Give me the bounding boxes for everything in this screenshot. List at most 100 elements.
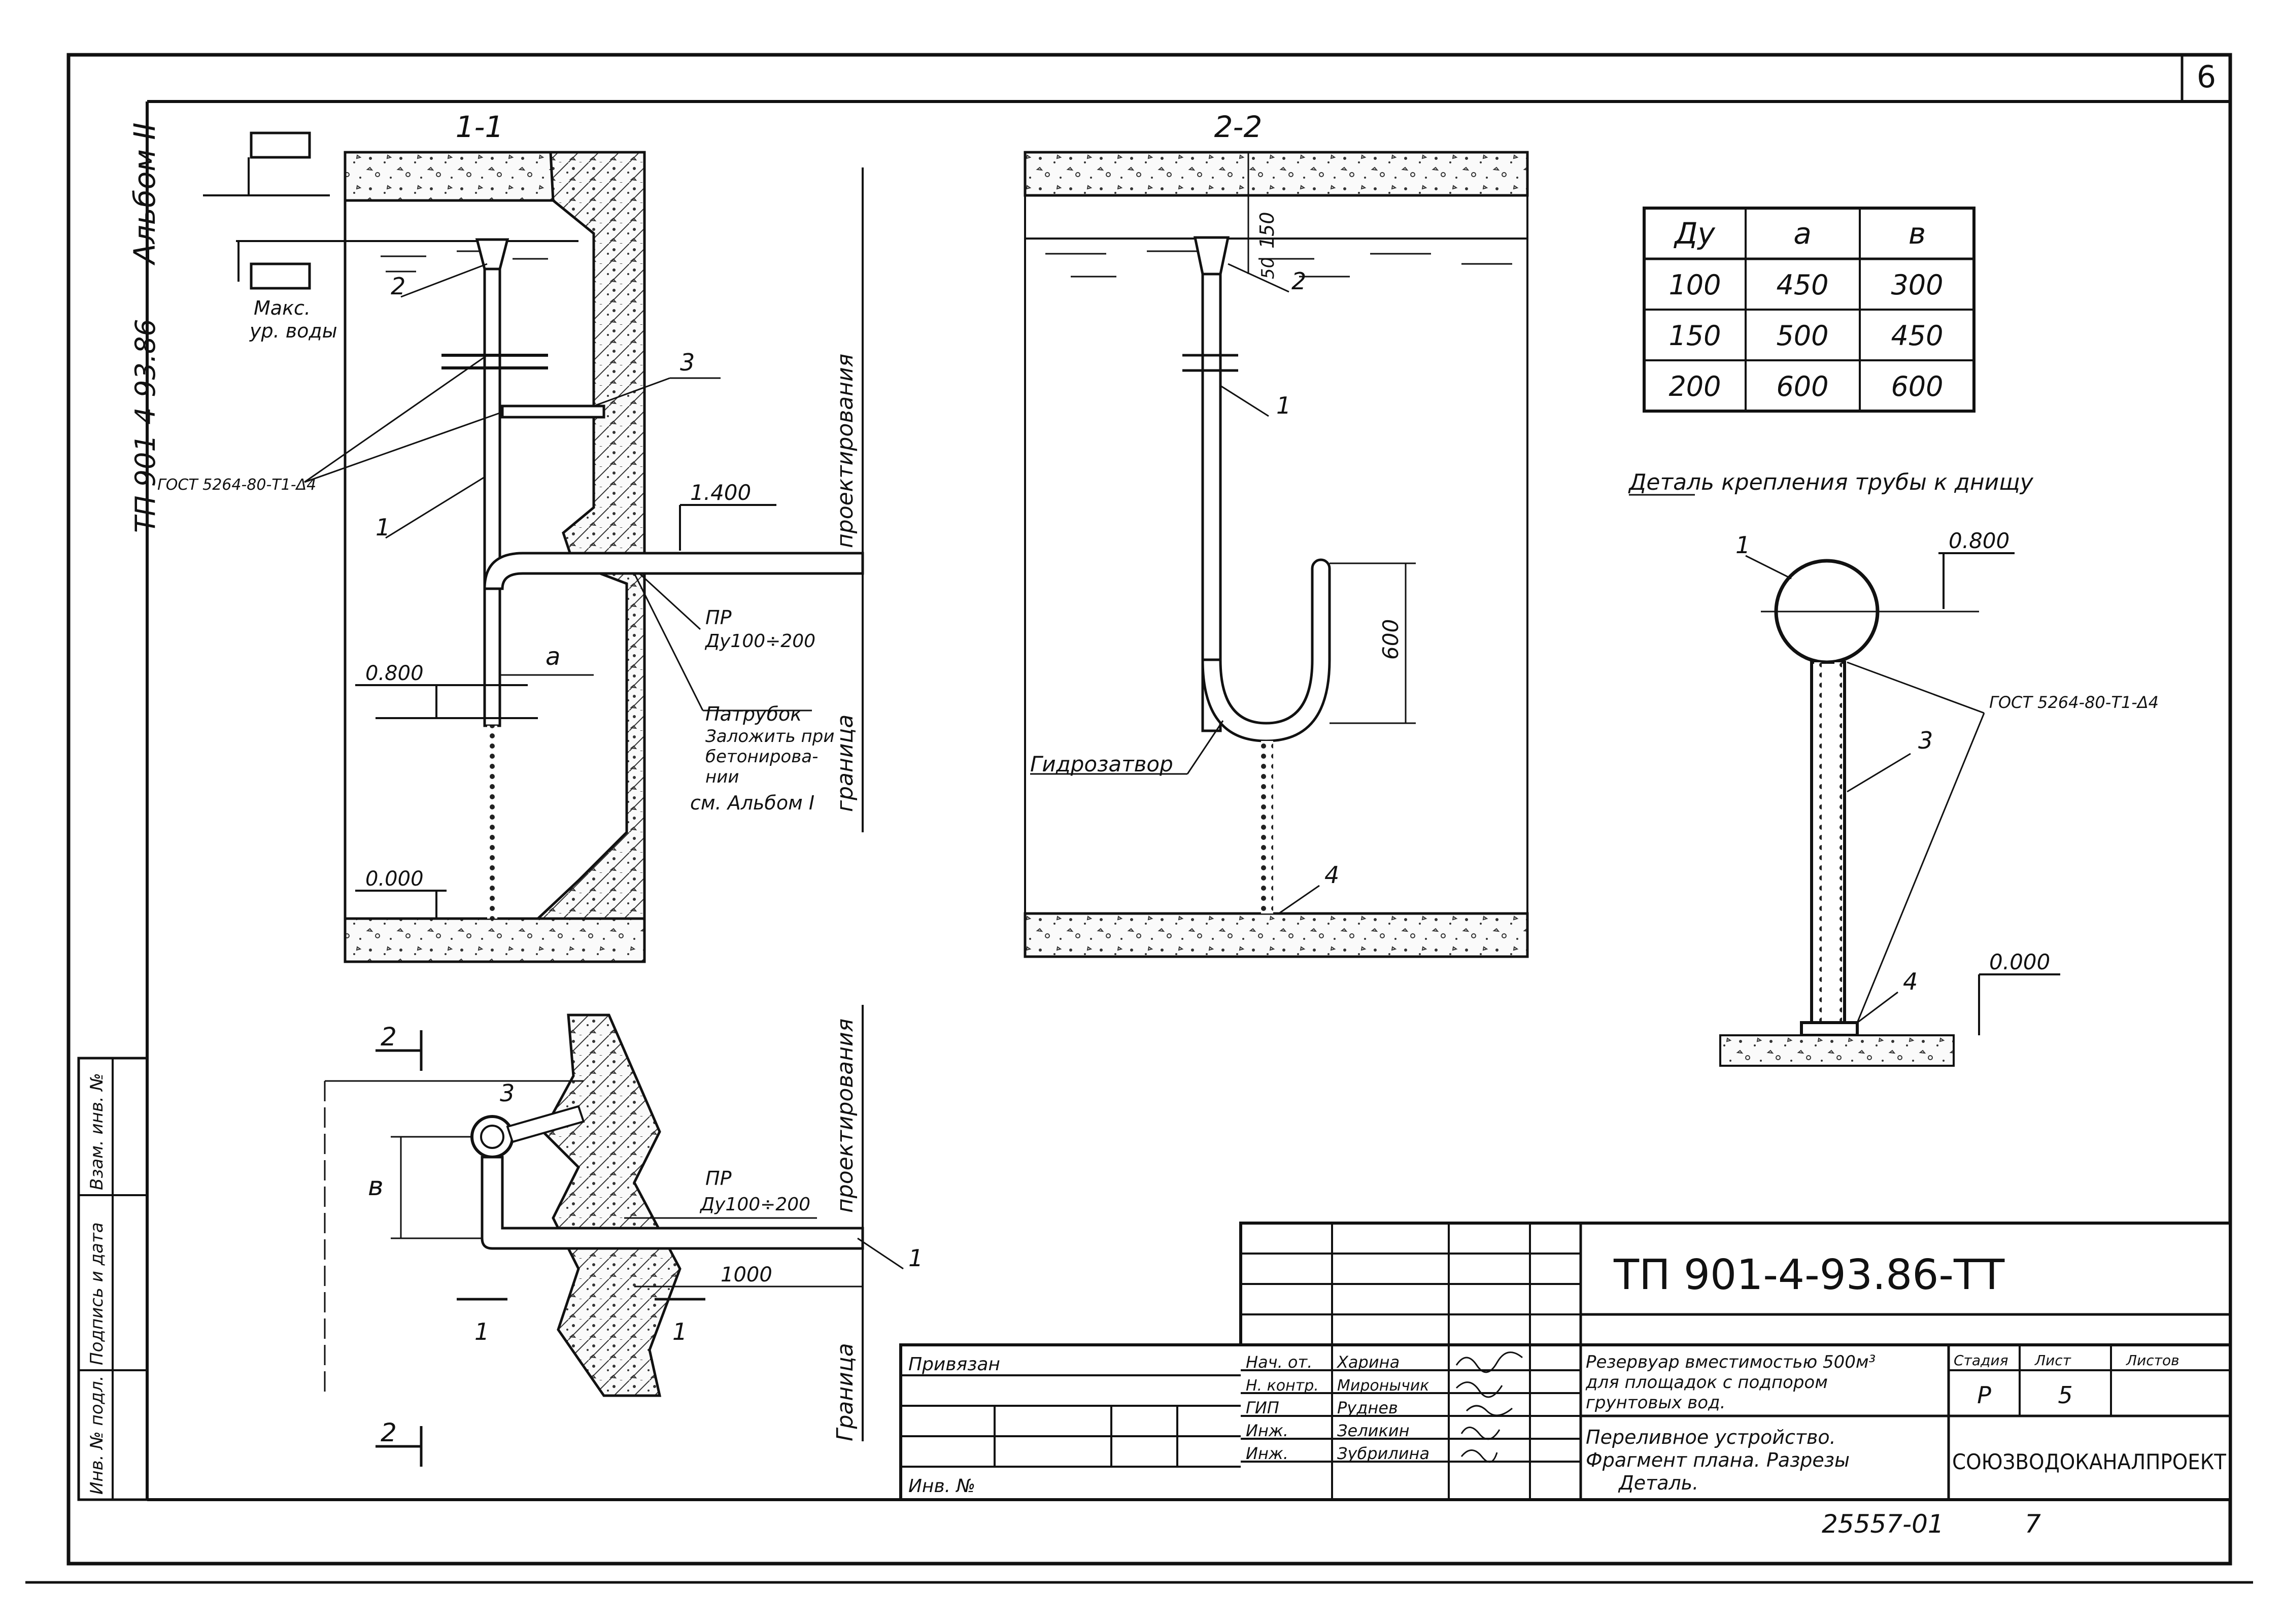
section-2-2: 2-2 150 50 600 2 1 Гидрозатвор 4 xyxy=(1024,110,1529,958)
level-0800: 0.800 xyxy=(365,662,424,685)
plan-boundary-1: Граница xyxy=(832,1343,858,1441)
sheet-value: 5 xyxy=(2058,1381,2072,1409)
plan-label-3: 3 xyxy=(500,1079,515,1107)
detail-pipe-fixing: Деталь крепления трубы к днищу 1 0.800 Г… xyxy=(1628,469,2159,1067)
staff-name: Зубрилина xyxy=(1337,1444,1429,1463)
pipe-label-dy: Ду100÷200 xyxy=(704,631,815,652)
object-line-2: для площадок с подпором xyxy=(1585,1372,1828,1393)
section-2-2-label-1: 1 xyxy=(1276,392,1291,419)
bottom-slab xyxy=(344,917,646,963)
table-header-dy: Ду xyxy=(1673,216,1715,251)
riser-rebar xyxy=(487,726,497,919)
sheet-corner-number: 6 xyxy=(2197,59,2216,95)
dim-150: 150 xyxy=(1256,212,1278,249)
signature xyxy=(1455,1351,1523,1373)
plan-pipe-dy: Ду100÷200 xyxy=(699,1194,810,1215)
funnel xyxy=(475,238,509,270)
sheet-title-3: Деталь. xyxy=(1618,1472,1698,1494)
staff-role: Инж. xyxy=(1246,1421,1288,1440)
sleeve-note-5: см. Альбом I xyxy=(690,792,814,814)
trap-support xyxy=(1261,741,1273,913)
staff-name: Руднев xyxy=(1337,1398,1398,1417)
staff-role: Н. контр. xyxy=(1246,1377,1319,1395)
plan-cut-1-right: 1 xyxy=(672,1318,687,1345)
plan-dim-b: в xyxy=(368,1171,384,1202)
table-cell: 600 xyxy=(1891,370,1943,402)
section-1-1: 1-1 Макс. ур. воды 2 3 1 ГОСТ 5 xyxy=(157,110,864,963)
inv-label: Инв. № xyxy=(908,1476,975,1497)
plan-pipe-pr: ПР xyxy=(705,1167,732,1190)
section-2-2-label-2: 2 xyxy=(1291,267,1306,295)
water-seal-trap xyxy=(1201,558,1331,742)
archive-number: 25557-01 xyxy=(1822,1509,1944,1539)
signature xyxy=(1460,1449,1498,1463)
detail-gost: ГОСТ 5264-80-Т1-Δ4 xyxy=(1989,693,2159,712)
sheet-title-2: Фрагмент плана. Разрезы xyxy=(1586,1449,1850,1471)
drawing-code: ТП 901-4-93.86-ТТ xyxy=(1613,1251,2005,1299)
staff-role: ГИП xyxy=(1246,1398,1279,1417)
sleeve-note-2: Заложить при xyxy=(705,726,834,747)
table-header-a: a xyxy=(1793,216,1812,251)
water-seal-label: Гидрозатвор xyxy=(1030,752,1173,776)
bound-label: Привязан xyxy=(908,1354,1000,1375)
bracket-3 xyxy=(501,404,605,419)
left-strip: Инв. № подл. Подпись и дата Взам. инв. № xyxy=(77,1057,149,1501)
sleeve-note-4: нии xyxy=(705,767,739,787)
gost-note: ГОСТ 5264-80-Т1-Δ4 xyxy=(157,476,316,494)
dim-50: 50 xyxy=(1258,257,1278,279)
funnel-2 xyxy=(1193,236,1230,276)
top-slab-2 xyxy=(1024,151,1529,197)
section-1-1-title: 1-1 xyxy=(456,110,504,144)
wall xyxy=(534,151,646,920)
left-vertical-notes: Альбом II ТП 901-4-93.86 xyxy=(127,122,162,533)
staff-name: Зеликин xyxy=(1337,1421,1410,1440)
detail-label-4: 4 xyxy=(1903,968,1918,995)
staff-role: Нач. от. xyxy=(1246,1352,1312,1372)
staff-role: Инж. xyxy=(1246,1444,1288,1463)
detail-level-0000: 0.000 xyxy=(1989,950,2050,974)
title-block: Привязан Инв. № Нач. от. Харина Н. контр… xyxy=(899,1222,2232,1539)
max-level-label-2: ур. воды xyxy=(249,320,337,342)
stage-header: Стадия xyxy=(1954,1352,2008,1369)
signature xyxy=(1455,1381,1503,1398)
table-cell: 450 xyxy=(1776,269,1828,301)
dim-a: a xyxy=(546,642,560,671)
outlet-elbow xyxy=(483,552,864,590)
archive-sheet: 7 xyxy=(2025,1509,2041,1539)
pipe-label-pr: ПР xyxy=(705,606,732,629)
detail-title: Деталь крепления трубы к днищу xyxy=(1628,469,2034,495)
table-cell: 100 xyxy=(1668,269,1721,301)
stage-value: Р xyxy=(1977,1381,1991,1409)
boundary-label-1: граница xyxy=(832,715,858,812)
detail-slab xyxy=(1719,1034,1955,1067)
section-1-1-label-3: 3 xyxy=(680,349,695,376)
album-label: Альбом II xyxy=(127,122,162,266)
organization: СОЮЗВОДОКАНАЛПРОЕКТ xyxy=(1952,1449,2226,1474)
plan-label-1: 1 xyxy=(908,1244,923,1272)
strip-cell-replace: Взам. инв. № xyxy=(87,1073,107,1190)
table-header-b: в xyxy=(1909,216,1926,251)
plan-boundary-2: проектирования xyxy=(832,1019,858,1213)
max-level-label-1: Макс. xyxy=(254,297,311,319)
plan-cut-2-bottom: 2 xyxy=(381,1418,397,1447)
object-line-1: Резервуар вместимостью 500м³ xyxy=(1586,1352,1876,1372)
plan-dim-1000: 1000 xyxy=(721,1263,772,1287)
plan-cut-2-top: 2 xyxy=(381,1022,397,1052)
signature xyxy=(1460,1427,1501,1440)
plan-riser xyxy=(470,1115,514,1159)
section-2-2-title: 2-2 xyxy=(1214,110,1263,144)
table-cell: 300 xyxy=(1891,269,1943,301)
signature xyxy=(1466,1405,1513,1416)
boundary-label-2: проектирования xyxy=(832,354,858,548)
table-cell: 450 xyxy=(1891,320,1943,352)
sheet-title-1: Переливное устройство. xyxy=(1586,1426,1836,1448)
detail-label-1: 1 xyxy=(1735,531,1750,559)
plan-wall xyxy=(541,1013,682,1397)
section-2-2-label-4: 4 xyxy=(1324,861,1339,889)
riser-pipe xyxy=(483,267,501,727)
strip-cell-sign: Подпись и дата xyxy=(87,1222,107,1365)
pipe-2 xyxy=(1201,273,1222,732)
bottom-slab-2 xyxy=(1024,912,1529,958)
strip-cell-inv: Инв. № подл. xyxy=(87,1375,107,1495)
